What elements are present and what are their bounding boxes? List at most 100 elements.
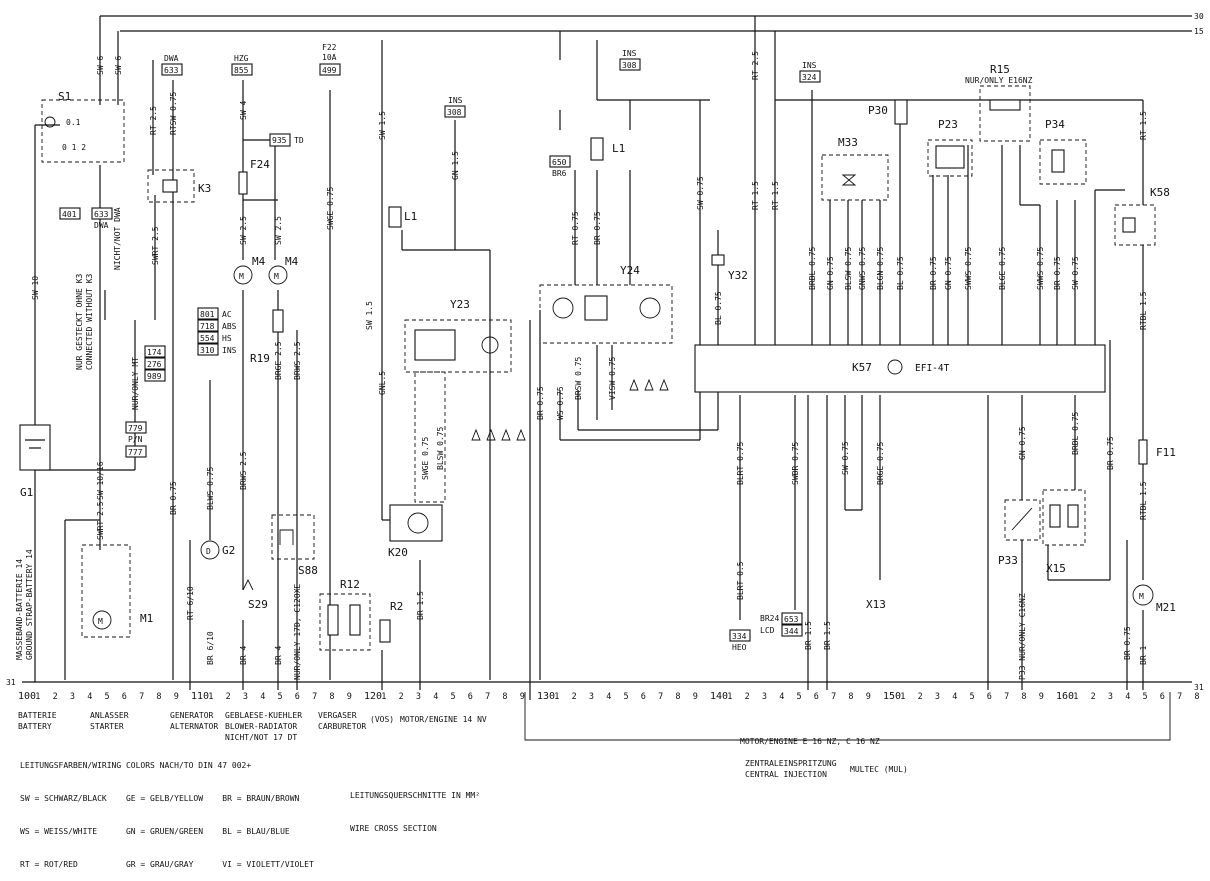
component-y24: Y24 — [539, 264, 673, 344]
scale-tick-label: 9 — [347, 692, 352, 702]
cross-section-de: LEITUNGSQUERSCHNITTE IN MM² — [350, 791, 481, 800]
wire-label: BR 1.5 — [804, 621, 813, 650]
wire-label: BRSW 0.75 — [574, 356, 583, 400]
wire-label: BR 4 — [274, 646, 283, 665]
component-injector-arrows-y24 — [629, 378, 669, 391]
scale-major-label: 130 — [537, 691, 555, 702]
g1-label: G1 — [20, 486, 33, 499]
ref-344: 344 — [784, 627, 799, 636]
scale-tick-label: 3 — [70, 692, 75, 702]
scale-tick-label: 8 — [156, 692, 161, 702]
m1-label: M1 — [140, 612, 153, 625]
legend-title: LEITUNGSFARBEN/WIRING COLORS NACH/TO DIN… — [20, 761, 252, 770]
supply-rails: 30 15 31 31 — [6, 12, 1204, 692]
scale-tick-label: 9 — [693, 692, 698, 702]
svg-text:M: M — [98, 617, 103, 626]
scale-tick-label: 9 — [866, 692, 871, 702]
p33-label: P33 — [998, 554, 1018, 567]
ref-br24: BR24 — [760, 614, 779, 623]
f22-num: 499 — [322, 66, 337, 75]
wire-label: BR 1.5 — [416, 591, 425, 620]
ref-989: 989 — [147, 372, 162, 381]
wire-label: RTBL 1.5 — [1139, 291, 1148, 330]
ref-633: 633 — [94, 210, 109, 219]
ref-650-b: BR6 — [552, 169, 567, 178]
svg-text:M: M — [274, 272, 279, 281]
wire-label: RT 2.5 — [149, 106, 158, 135]
component-k58: K58 — [1114, 186, 1170, 246]
ref-310: 310 — [200, 346, 215, 355]
scale-tick-label: 7 — [658, 692, 663, 702]
wire-label: GN 0.75 — [1018, 426, 1027, 460]
wire-label: GN 0.75 — [826, 256, 835, 290]
scale-tick-label: 6 — [122, 692, 127, 702]
m4a-label: M4 — [252, 255, 266, 268]
ref-276: 276 — [147, 360, 162, 369]
scale-tick-label: 5 — [105, 692, 110, 702]
wire-label: SW 1.5 — [378, 111, 387, 140]
hzg-num: 855 — [234, 66, 249, 75]
note-without-k3: CONNECTED WITHOUT K3 — [85, 273, 94, 370]
component-f24: F24 — [238, 158, 270, 195]
caption-carburetor: CARBURETOR — [318, 722, 366, 731]
ref-779-b: P/N — [128, 435, 143, 444]
scale-tick-label: 6 — [1160, 692, 1165, 702]
scale-tick-label: 4 — [260, 692, 265, 702]
wiring-diagram: 30 15 31 31 — [6, 12, 1204, 779]
ins-ref-324: INS — [802, 61, 817, 70]
component-r15: R15 NUR/ONLY E16NZ — [965, 63, 1033, 142]
rail-31-left-label: 31 — [6, 678, 16, 687]
scale-tick-label: 3 — [416, 692, 421, 702]
s88-label: S88 — [298, 564, 318, 577]
f22-amps: 10A — [322, 53, 337, 62]
y32-label: Y32 — [728, 269, 748, 282]
rail-31-right-label: 31 — [1194, 683, 1204, 692]
p23-label: P23 — [938, 118, 958, 131]
y23-label: Y23 — [450, 298, 470, 311]
rail-30-label: 30 — [1194, 12, 1204, 21]
caption-motor14: MOTOR/ENGINE 14 NV — [400, 715, 487, 724]
wire-label: BRGE 0.75 — [876, 441, 885, 485]
wire-label: GN 0.75 — [944, 256, 953, 290]
note-massband: MASSEBAND-BATTERIE 14 — [15, 559, 24, 660]
component-y23: Y23 — [404, 298, 512, 503]
scale-tick-label: 1 — [1073, 692, 1078, 702]
scale-tick-label: 5 — [451, 692, 456, 702]
r19-label: R19 — [250, 352, 270, 365]
component-k57-ecu: K57 EFI-4T — [694, 344, 1106, 393]
scale-tick-label: 2 — [918, 692, 923, 702]
caption-zentral: ZENTRALEINSPRITZUNG — [745, 759, 837, 768]
k58-label: K58 — [1150, 186, 1170, 199]
scale-tick-label: 6 — [987, 692, 992, 702]
cross-section-note: LEITUNGSQUERSCHNITTE IN MM² WIRE CROSS S… — [350, 768, 480, 845]
r15-note: NUR/ONLY E16NZ — [965, 76, 1033, 85]
wire-paths — [34, 16, 1144, 700]
y24-label: Y24 — [620, 264, 640, 277]
wire-label: NUR/ONLY MT — [131, 357, 140, 410]
ins-num-308b: 308 — [622, 61, 637, 70]
scale-tick-label: 1 — [554, 692, 559, 702]
wire-label: BLSW 0.75 — [436, 426, 445, 470]
ref-174: 174 — [147, 348, 162, 357]
rail-15-label: 15 — [1194, 27, 1204, 36]
component-g2-alternator: D G2 — [200, 540, 235, 560]
scale-tick-label: 2 — [1091, 692, 1096, 702]
ins-num-324: 324 — [802, 73, 817, 82]
wire-label: SW 6 — [114, 56, 123, 75]
l1a-label: L1 — [404, 210, 417, 223]
cross-section-unit: MM² — [465, 791, 481, 800]
component-p34: P34 — [1039, 118, 1087, 185]
caption-blower: BLOWER-RADIATOR — [225, 722, 297, 731]
component-m33: M33 — [821, 136, 889, 201]
wire-label: SW 0.75 — [1071, 256, 1080, 290]
scale-tick-label: 7 — [831, 692, 836, 702]
ref-801: 801 — [200, 310, 215, 319]
component-y32: Y32 — [711, 254, 748, 282]
wire-label: BR 0.75 — [929, 256, 938, 290]
scale-tick-label: 6 — [468, 692, 473, 702]
wire-label: RT 1.5 — [771, 181, 780, 210]
scale-tick-label: 8 — [502, 692, 507, 702]
wire-label: SW 2.5 — [274, 216, 283, 245]
scale-tick-label: 8 — [1194, 692, 1199, 702]
svg-text:D: D — [206, 547, 211, 556]
